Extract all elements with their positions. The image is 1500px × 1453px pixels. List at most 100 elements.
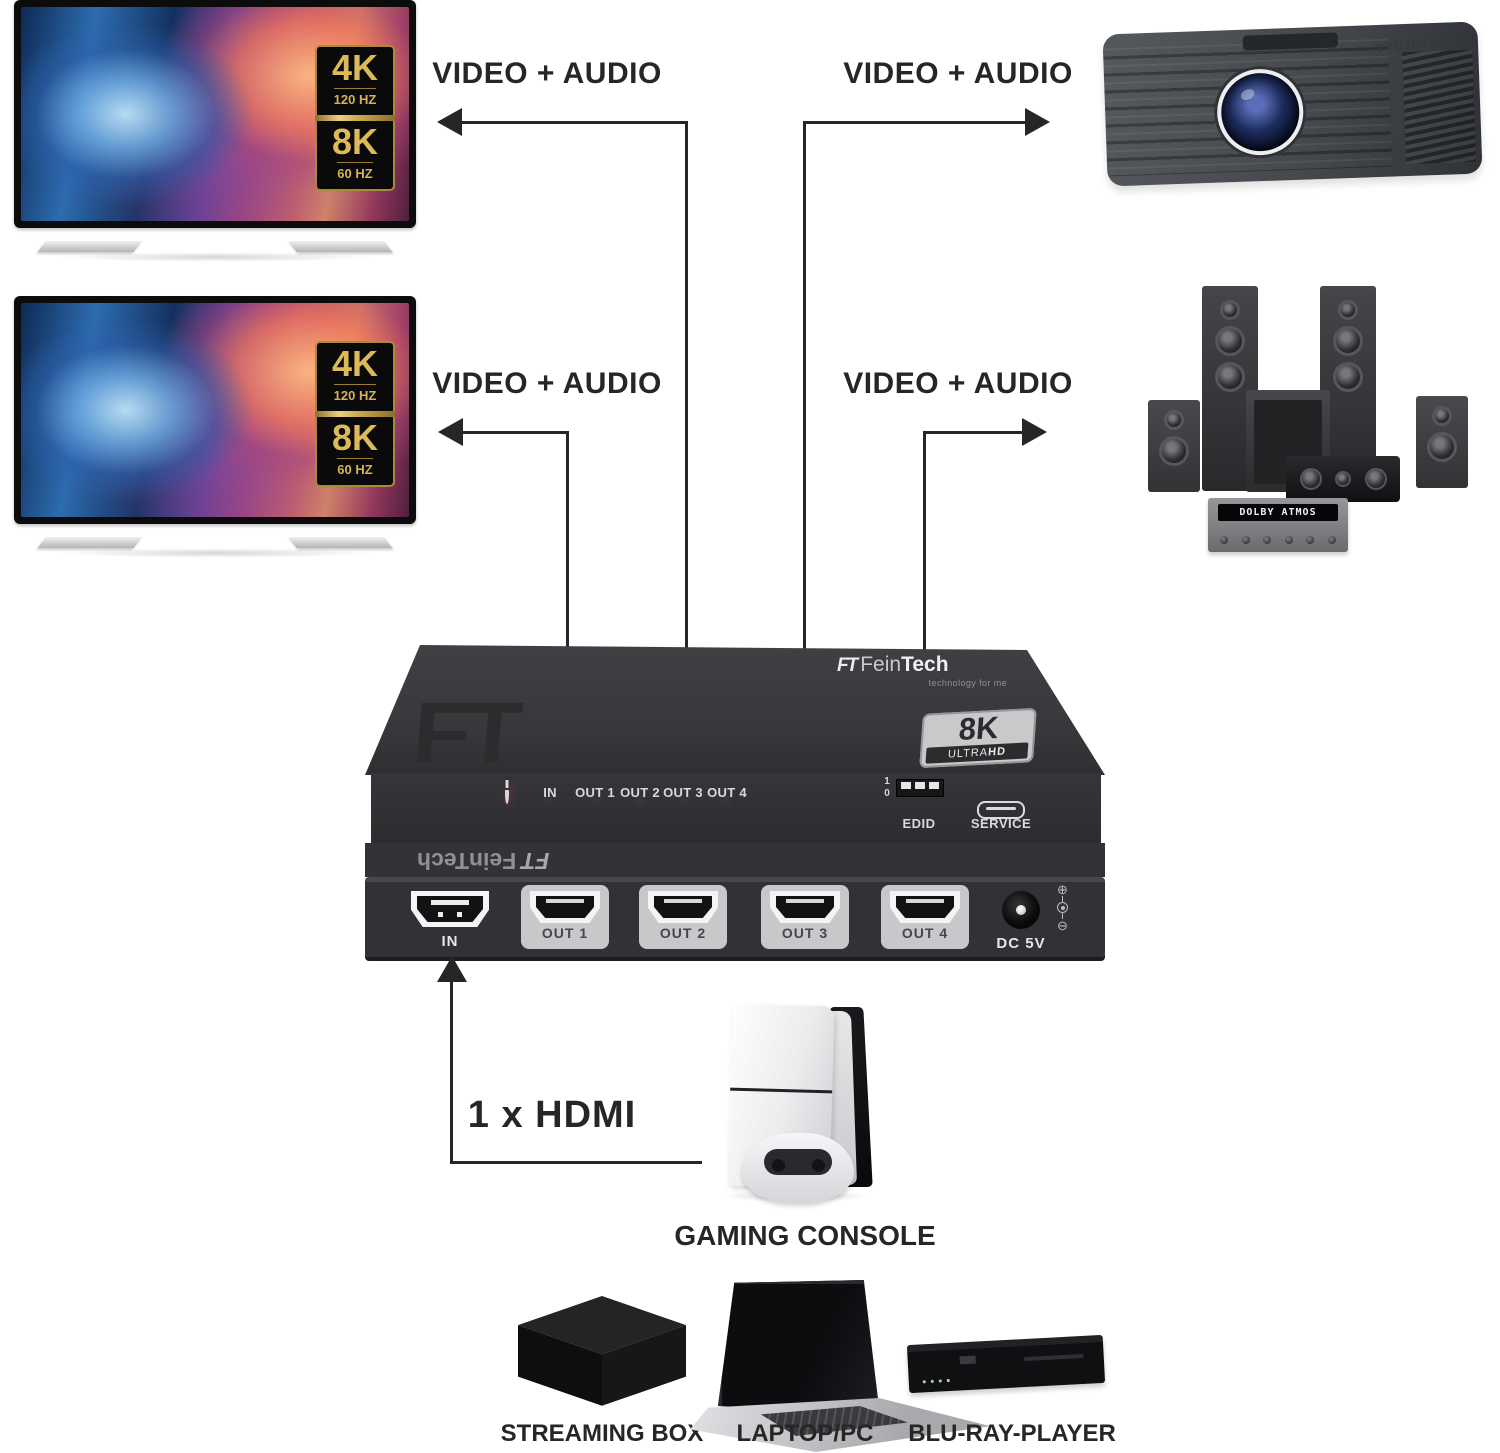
projector: PROJECTOR — [1102, 21, 1483, 187]
hdmi-connector — [648, 891, 718, 923]
badge-4k-label: 4K — [331, 343, 379, 384]
knob — [1241, 536, 1250, 544]
laptop-label: LAPTOP/PC — [736, 1420, 874, 1447]
ft-logo-icon: FT — [837, 655, 858, 676]
receiver-display: DOLBY ATMOS — [1218, 504, 1338, 521]
hdmi-connector — [890, 891, 960, 923]
input-cable-horizontal — [450, 1161, 702, 1164]
knob — [1284, 536, 1293, 544]
polarity-diagram: ⊕ ⊖ — [1057, 883, 1068, 932]
ft-watermark: FT — [408, 684, 521, 781]
streaming-box-label: STREAMING BOX — [500, 1420, 704, 1447]
tower-speaker-left — [1202, 286, 1258, 491]
gaming-console — [712, 1003, 907, 1210]
bookshelf-speaker-left — [1148, 400, 1200, 492]
tv-stand-left — [37, 241, 143, 252]
led-label: OUT 1 — [575, 785, 615, 800]
out1-port-label: OUT 1 — [541, 925, 589, 941]
status-light — [946, 1378, 950, 1383]
speaker-system: DOLBY ATMOS — [1138, 278, 1478, 560]
brand-name-light: Fein — [860, 653, 902, 676]
hdmi-in-port — [411, 891, 489, 927]
badge-4k: 4K 120 HZ — [315, 45, 395, 116]
led-label: OUT 3 — [663, 785, 703, 800]
bluray-label: BLU-RAY-PLAYER — [908, 1420, 1116, 1447]
video-audio-label-speakers: VIDEO + AUDIO — [843, 367, 1073, 400]
tv-frame: 4K 120 HZ 8K 60 HZ — [14, 296, 416, 524]
status-light — [922, 1380, 926, 1384]
streaming-box — [518, 1296, 686, 1408]
center-speaker — [1286, 456, 1400, 502]
status-light — [938, 1379, 942, 1383]
speaker-cone — [1364, 468, 1387, 490]
video-audio-label-projector: VIDEO + AUDIO — [843, 57, 1073, 90]
speaker-cone — [1427, 432, 1457, 462]
cable-out3-to-projector — [803, 121, 806, 886]
speaker-cone — [1338, 300, 1358, 320]
hdmi-connector — [770, 891, 840, 923]
led-label: IN — [543, 785, 557, 800]
dip-switch-3[interactable] — [929, 782, 939, 789]
power-led-unit — [484, 783, 530, 804]
badge-8k: 8K 60 HZ — [315, 121, 395, 192]
edid-position-0: 0 — [884, 788, 890, 799]
dc-power-jack — [1002, 891, 1040, 929]
cable-row1-right — [803, 121, 1026, 124]
gaming-console-label: GAMING CONSOLE — [674, 1220, 936, 1251]
in-port-label: IN — [441, 933, 459, 950]
gold-divider — [315, 115, 395, 122]
dip-switch-2[interactable] — [915, 782, 925, 789]
arrow-right-icon — [1022, 418, 1047, 446]
speaker-cone — [1333, 362, 1363, 392]
gold-divider — [315, 411, 395, 418]
flipped-feintech-logo: FT FeinTech — [417, 847, 549, 874]
arrow-up-icon — [437, 956, 467, 982]
tv-screen-wallpaper: 4K 120 HZ 8K 60 HZ — [21, 303, 409, 517]
speaker-cone — [1159, 436, 1189, 466]
polarity-plus-icon: ⊕ — [1057, 882, 1068, 897]
video-audio-label-tv2: VIDEO + AUDIO — [432, 367, 662, 400]
polarity-center-icon — [1057, 902, 1068, 913]
out2-led-unit: OUT 2 — [617, 785, 663, 800]
out2-port-label: OUT 2 — [659, 925, 707, 941]
speaker-cone — [1220, 300, 1240, 320]
video-audio-label-tv1: VIDEO + AUDIO — [432, 57, 662, 90]
tv-2: 4K 120 HZ 8K 60 HZ — [14, 296, 416, 582]
splitter-edge: FT FeinTech — [365, 843, 1105, 877]
edid-label: EDID — [902, 816, 936, 831]
projector-vents — [1402, 49, 1477, 165]
badge-8k-hz: 60 HZ — [337, 458, 373, 477]
badge-8k-label: 8K — [331, 417, 379, 459]
tv-shadow — [54, 548, 376, 558]
projector-body: PROJECTOR — [1102, 21, 1483, 187]
cable-row2-right — [923, 431, 1024, 434]
console-seam — [730, 1087, 833, 1094]
out4-led-unit: OUT 4 — [704, 785, 750, 800]
knob — [1220, 536, 1228, 544]
out3-led-unit: OUT 3 — [660, 785, 706, 800]
out1-led-unit: OUT 1 — [572, 785, 618, 800]
laptop-screen — [718, 1280, 880, 1416]
power-icon — [505, 783, 509, 804]
led-label: OUT 4 — [707, 785, 747, 800]
knob — [1327, 536, 1336, 544]
out3-port-label: OUT 3 — [781, 925, 829, 941]
hdmi-out3-port: OUT 3 — [761, 885, 849, 949]
speaker-cone — [1164, 410, 1184, 430]
input-hdmi-label: 1 x HDMI — [467, 1094, 637, 1136]
badge-4k-label: 4K — [331, 47, 379, 88]
tv-stand-right — [287, 537, 393, 548]
resolution-badges: 4K 120 HZ 8K 60 HZ — [315, 45, 395, 192]
splitter-rear-panel: IN OUT 1 OUT 2 — [365, 877, 1105, 957]
dip-switch-1[interactable] — [901, 782, 911, 789]
badge-4k: 4K 120 HZ — [315, 341, 395, 412]
service-label: SERVICE — [970, 816, 1032, 831]
hdmi-pins — [664, 899, 702, 903]
edid-dip-switch[interactable] — [896, 779, 944, 797]
cable-row1-left — [460, 121, 688, 124]
bookshelf-speaker-right — [1416, 396, 1468, 488]
speaker-cone — [1335, 471, 1351, 487]
